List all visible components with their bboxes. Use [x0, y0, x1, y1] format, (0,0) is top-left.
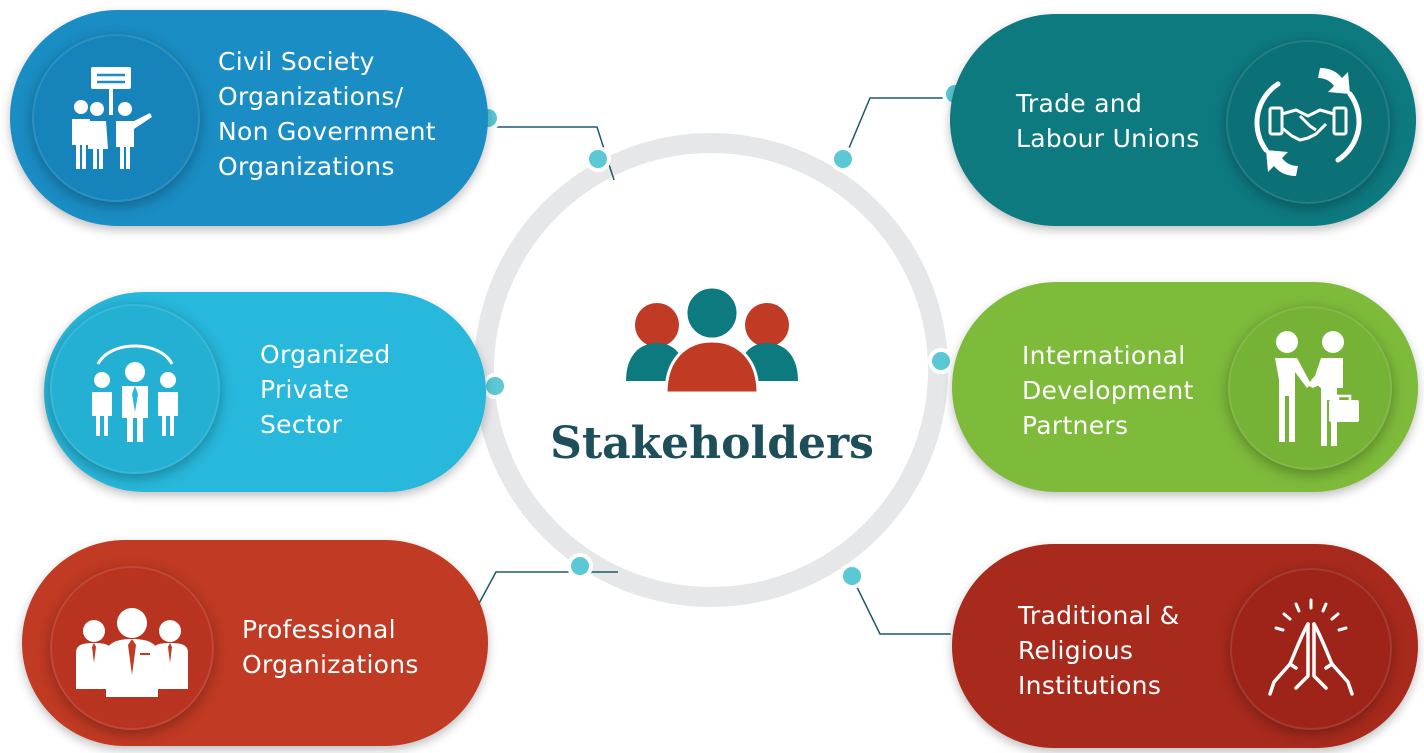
label-line: Professional [242, 615, 396, 644]
connector-dot [482, 373, 508, 399]
label-line: Non Government [218, 117, 436, 146]
label-line: Trade and [1016, 89, 1143, 118]
stakeholder-label: Trade and Labour Unions [1016, 86, 1200, 156]
business-team-icon [50, 304, 220, 474]
label-line: Traditional & [1018, 601, 1180, 630]
label-line: Development [1022, 376, 1194, 405]
stakeholder-label: Traditional & Religious Institutions [1018, 598, 1180, 703]
handshake-cycle-icon [1226, 40, 1390, 204]
stakeholder-label: International Development Partners [1022, 338, 1194, 443]
page-title: Stakeholders [550, 418, 874, 469]
label-line: Labour Unions [1016, 124, 1200, 153]
label-line: Partners [1022, 411, 1129, 440]
label-line: International [1022, 341, 1186, 370]
connector-dot [585, 146, 611, 172]
label-line: Sector [260, 410, 343, 439]
label-line: Organizations/ [218, 82, 404, 111]
label-line: Organized [260, 340, 391, 369]
label-line: Organizations [242, 650, 419, 679]
connector-dot [830, 146, 856, 172]
label-line: Religious [1018, 636, 1134, 665]
label-line: Organizations [218, 152, 395, 181]
stakeholder-label: Civil Society Organizations/ Non Governm… [218, 44, 436, 184]
connector-dot [928, 348, 954, 374]
label-line: Private [260, 375, 350, 404]
connector-dot [567, 553, 593, 579]
stakeholder-label: Professional Organizations [242, 612, 419, 682]
partners-handshake-icon [1228, 306, 1392, 470]
stakeholder-label: Organized Private Sector [260, 337, 391, 442]
connector-dot [839, 563, 865, 589]
stakeholders-group-icon [626, 285, 798, 395]
label-line: Institutions [1018, 671, 1162, 700]
praying-hands-icon [1230, 568, 1392, 730]
label-line: Civil Society [218, 47, 375, 76]
protest-group-icon [32, 34, 200, 202]
professionals-icon [50, 566, 214, 730]
